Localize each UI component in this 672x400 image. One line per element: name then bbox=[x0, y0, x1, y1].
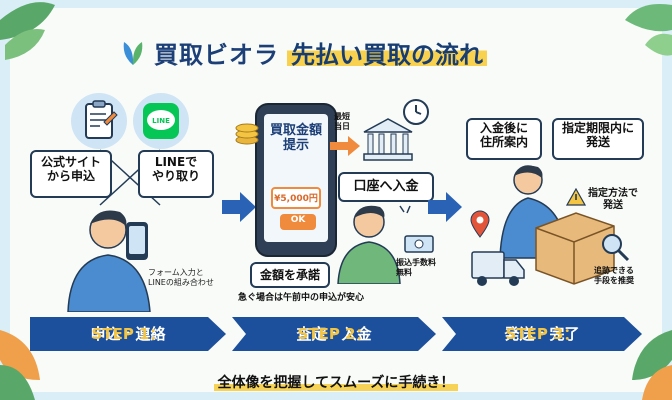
arrow-right-2-icon bbox=[428, 192, 462, 222]
note-urgent-morning: 急ぐ場合は午前中の申込が安心 bbox=[238, 293, 365, 303]
step3-label: 発送・完了 bbox=[504, 325, 580, 343]
leaf-bottom-left-icon bbox=[0, 330, 40, 400]
bubble-official-site: 公式サイト から申込 bbox=[30, 150, 112, 198]
step1-prefix: STEP 1： bbox=[91, 325, 165, 343]
person-thinking-icon bbox=[337, 205, 401, 284]
line-badge-label: LINE bbox=[152, 117, 170, 125]
person-packing-box-icon bbox=[499, 165, 615, 285]
smartphone-icon bbox=[255, 103, 337, 257]
bubble-bank-deposit: 口座へ入金 bbox=[338, 172, 434, 202]
step1-banner: STEP 1：申込・連絡 bbox=[30, 317, 226, 351]
magnifier-icon bbox=[602, 234, 630, 262]
arrow-orange-icon bbox=[330, 136, 360, 156]
step3-prefix: STEP 3： bbox=[505, 325, 579, 343]
step3-banner: STEP 3：発送・完了 bbox=[442, 317, 642, 351]
clipboard-form-icon bbox=[71, 93, 127, 149]
page-title: 買取ビオラ 先払い買取の流れ bbox=[120, 30, 487, 74]
phone-assessment-text: 買取金額 提示 bbox=[269, 123, 322, 153]
brand-name: 買取ビオラ bbox=[154, 40, 279, 69]
bubble-deadline-ship: 指定期限内に 発送 bbox=[552, 118, 644, 160]
flow-title: 先払い買取の流れ bbox=[287, 34, 487, 70]
phone-ok-button: OK bbox=[290, 215, 306, 225]
sparkle-icon bbox=[399, 205, 411, 214]
line-app-icon bbox=[133, 93, 189, 149]
step1-label: 申込・連絡 bbox=[90, 325, 166, 343]
location-pin-icon bbox=[470, 210, 490, 238]
delivery-truck-icon bbox=[471, 251, 525, 286]
step2-prefix: STEP 2： bbox=[297, 325, 371, 343]
note-tracking: 追跡できる 手段を推奨 bbox=[594, 266, 634, 285]
phone-price: ¥5,000円 bbox=[274, 194, 318, 204]
note-form-line: フォーム入力と LINEの組み合わせ bbox=[148, 268, 214, 287]
step2-label: 査定・入金 bbox=[296, 325, 372, 343]
person-with-phone-icon bbox=[67, 210, 151, 312]
arrow-right-1-icon bbox=[222, 192, 256, 222]
coins-icon bbox=[235, 123, 259, 145]
footer-text: 全体像を把握してスムーズに手続き！ bbox=[213, 375, 459, 391]
leaf-top-left-icon bbox=[0, 2, 55, 60]
leaf-bottom-right-icon bbox=[632, 330, 672, 400]
bank-icon bbox=[363, 118, 413, 161]
note-ship-method: 指定方法で 発送 bbox=[588, 188, 638, 211]
footer-message: 全体像を把握してスムーズに手続き！ bbox=[0, 372, 672, 392]
viola-logo-icon bbox=[123, 42, 143, 65]
cash-icon bbox=[404, 235, 434, 253]
bubble-line-contact: LINEで やり取り bbox=[138, 150, 214, 198]
clock-icon bbox=[403, 99, 429, 125]
note-fee-free: 振込手数料 無料 bbox=[396, 258, 436, 277]
bubble-approve-amount: 金額を承諾 bbox=[250, 262, 330, 288]
note-fastest-sameday: 最短 当日 bbox=[334, 112, 350, 131]
bubble-address-guide: 入金後に 住所案内 bbox=[466, 118, 542, 160]
warning-icon bbox=[566, 188, 586, 206]
leaf-top-right-icon bbox=[625, 4, 672, 56]
step2-banner: STEP 2：査定・入金 bbox=[232, 317, 436, 351]
